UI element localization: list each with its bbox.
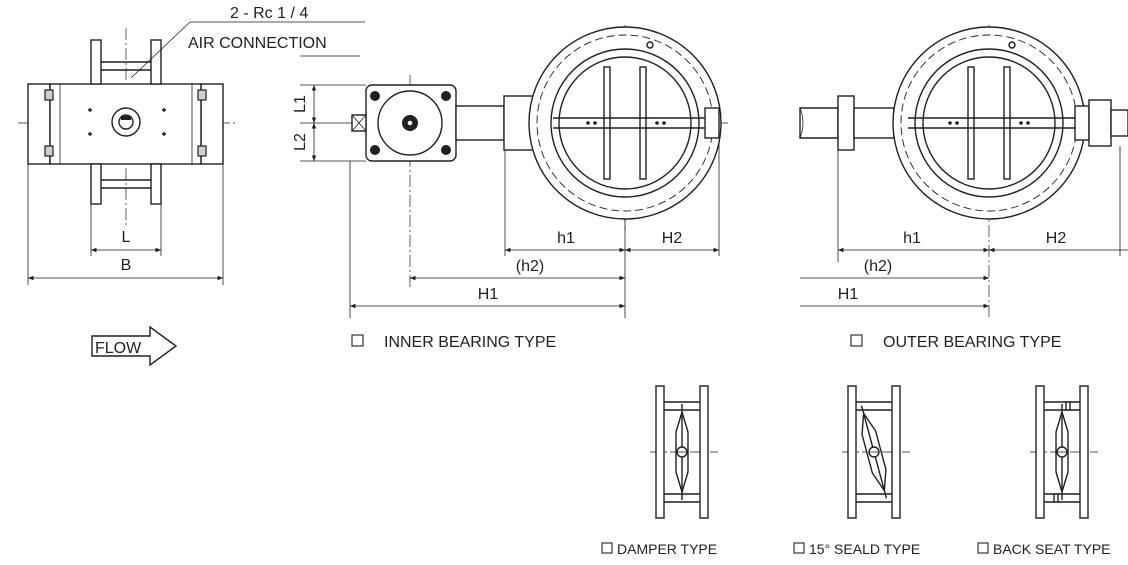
backseat-type-view bbox=[1030, 385, 1098, 519]
dim-B-label: B bbox=[121, 257, 132, 274]
sealed-caption: 15° SEALD TYPE bbox=[809, 541, 920, 557]
inner-H1-label: H1 bbox=[478, 286, 499, 303]
outer-h2-label: (h2) bbox=[864, 258, 892, 275]
outer-bearing-view: h1 H2 (h2) H1 bbox=[799, 25, 1128, 320]
flow-label: FLOW bbox=[95, 340, 142, 357]
inner-H2-label: H2 bbox=[662, 230, 683, 247]
dim-L1-label: L1 bbox=[292, 95, 309, 113]
inner-h1-label: h1 bbox=[557, 230, 575, 247]
air-connection-label: AIR CONNECTION bbox=[188, 35, 327, 52]
outer-bearing-caption: OUTER BEARING TYPE bbox=[883, 334, 1061, 351]
damper-caption: DAMPER TYPE bbox=[617, 541, 717, 557]
outer-H2-label: H2 bbox=[1046, 230, 1067, 247]
backseat-caption: BACK SEAT TYPE bbox=[993, 541, 1111, 557]
damper-type-view bbox=[650, 385, 718, 519]
inner-bearing-caption: INNER BEARING TYPE bbox=[384, 334, 556, 351]
dim-L-label: L bbox=[122, 229, 131, 246]
side-view: L B 2 - Rc 1 / 4 AIR CONNECTION bbox=[18, 5, 365, 285]
air-connection-size: 2 - Rc 1 / 4 bbox=[230, 5, 308, 22]
inner-bearing-view: L1 L2 h1 H2 (h2) H1 bbox=[292, 25, 728, 318]
sealed-type-view bbox=[842, 385, 910, 519]
dim-L2-label: L2 bbox=[292, 133, 309, 151]
outer-H1-label: H1 bbox=[838, 286, 859, 303]
inner-h2-label: (h2) bbox=[516, 258, 544, 275]
outer-h1-label: h1 bbox=[903, 230, 921, 247]
flow-arrow: FLOW bbox=[91, 325, 178, 367]
